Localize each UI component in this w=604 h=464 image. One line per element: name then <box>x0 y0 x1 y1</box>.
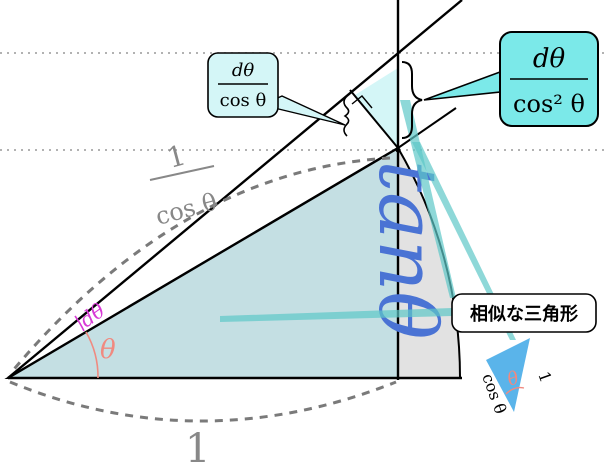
secant-numerator: 1 <box>164 138 190 174</box>
tangent-point <box>395 147 401 153</box>
big-callout-pointer <box>423 70 501 101</box>
base-dashed-arc <box>9 380 397 423</box>
dtheta-arc <box>74 315 85 332</box>
leader-to-base-triangle <box>220 308 452 322</box>
secant-denominator: cos θ <box>153 188 220 231</box>
similar-label-box <box>451 293 597 333</box>
mini-triangle <box>486 338 530 412</box>
small-callout-box <box>207 52 279 118</box>
secant-fraction-bar <box>149 165 215 181</box>
mini-angle-arc <box>505 386 525 395</box>
big-segment-brace <box>401 61 423 139</box>
leader-to-mini-triangle <box>412 142 516 340</box>
ray-theta <box>7 146 399 380</box>
upper-small-triangle <box>355 68 398 148</box>
perpendicular-extension <box>397 107 457 149</box>
leader-to-small-triangle <box>400 100 456 298</box>
theta-label: θ <box>100 335 116 365</box>
ray-theta-plus-dtheta <box>7 0 463 379</box>
small-segment-brace <box>343 95 350 137</box>
theta-arc <box>85 331 99 379</box>
right-angle-mark <box>351 95 373 109</box>
small-callout-denominator: cos θ <box>220 90 267 111</box>
secant-dashed-arc <box>8 156 391 375</box>
similar-label-text: 相似な三角形 <box>470 303 578 325</box>
big-callout-numerator: dθ <box>533 44 566 74</box>
mini-side-label: 1 <box>534 369 555 385</box>
small-callout-numerator: dθ <box>232 60 255 81</box>
base-label: 1 <box>185 426 210 464</box>
big-callout-denominator: cos² θ <box>513 90 585 118</box>
